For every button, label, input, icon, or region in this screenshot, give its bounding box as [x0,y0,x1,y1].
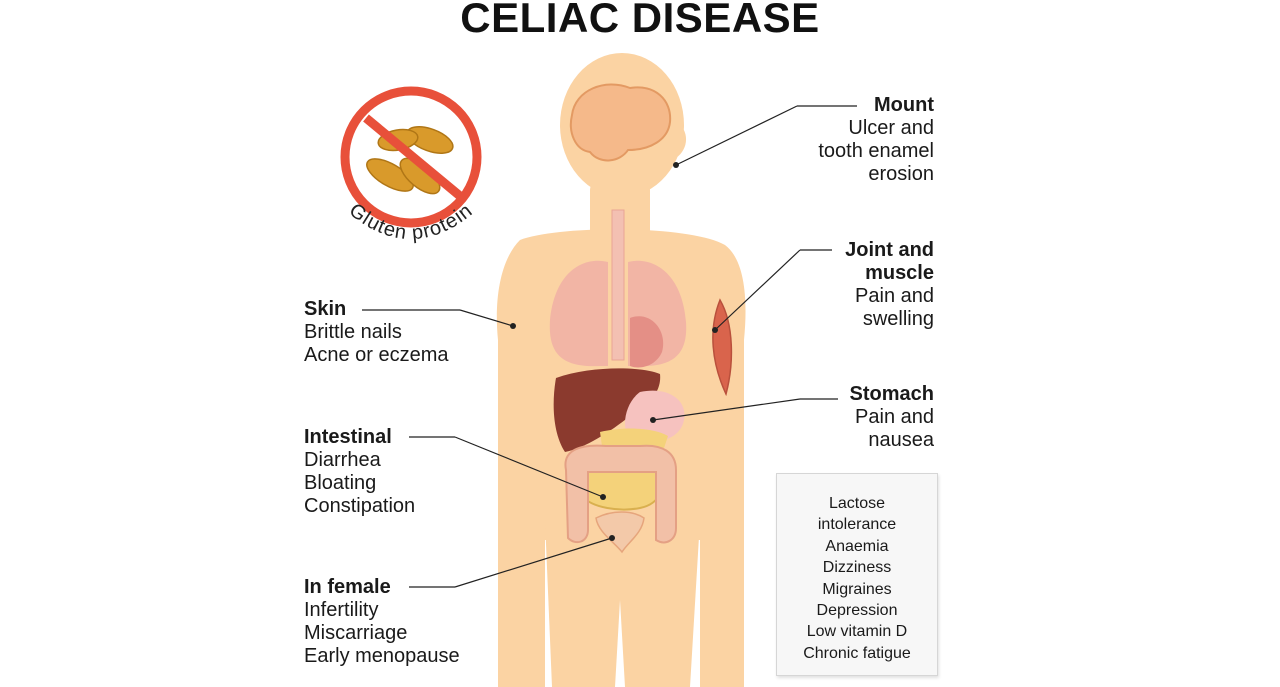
uterus-icon [595,511,645,554]
joint-line: swelling [862,308,934,330]
symptom-item: intolerance [817,516,897,534]
symptom-item: Chronic fatigue [803,644,911,662]
intestinal-line: Diarrhea [304,449,381,471]
stomach-line: Pain and [855,406,934,428]
joint-heading: muscle [865,262,934,284]
page-title: CELIAC DISEASE [460,0,820,41]
gluten-ban-badge: Gluten protein [340,86,482,244]
symptom-item: Dizziness [822,559,892,577]
liver-icon [553,368,661,452]
female-heading: In female [304,576,391,598]
mouth-line: tooth enamel [818,140,934,162]
pancreas-icon [600,428,668,448]
mouth-line: Ulcer and [848,117,934,139]
mouth-callout: Mount Ulcer and tooth enamel erosion [760,94,934,186]
joint-heading: Joint and [845,239,934,261]
intestinal-line: Constipation [304,495,416,517]
stomach-heading: Stomach [849,383,934,405]
intestinal-line: Bloating [304,472,377,494]
female-line: Miscarriage [304,622,408,644]
heart-icon [630,316,664,368]
trachea-icon [611,209,625,361]
callout-connectors [362,105,857,588]
joint-muscle-callout: Joint and muscle Pain and swelling [760,239,934,331]
mouth-heading: Mount [874,94,934,116]
intestinal-callout: Intestinal Diarrhea Bloating Constipatio… [304,426,494,518]
callout-dots [510,162,718,541]
stomach-callout: Stomach Pain and nausea [760,383,934,452]
brain-icon [570,83,672,162]
female-line: Infertility [304,599,379,621]
skin-callout: Skin Brittle nails Acne or eczema [304,298,494,367]
large-intestine-icon [564,444,677,544]
symptom-item: Depression [816,602,898,620]
mouth-line: erosion [868,163,934,185]
intestinal-heading: Intestinal [304,426,392,448]
female-callout: In female Infertility Miscarriage Early … [304,576,504,668]
skin-line: Brittle nails [304,321,402,343]
ban-slash-icon [363,114,463,200]
joint-line: Pain and [855,285,934,307]
female-line: Early menopause [304,645,460,667]
symptom-item: Low vitamin D [806,623,908,641]
other-symptoms-box: Lactose intolerance Anaemia Dizziness Mi… [776,473,938,676]
skin-line: Acne or eczema [304,344,449,366]
stomach-line: nausea [868,429,934,451]
symptom-item: Anaemia [825,537,889,555]
symptom-item: Lactose [828,495,886,512]
symptom-item: Migraines [822,580,892,598]
left-lung-icon [549,260,608,367]
skin-heading: Skin [304,298,347,320]
